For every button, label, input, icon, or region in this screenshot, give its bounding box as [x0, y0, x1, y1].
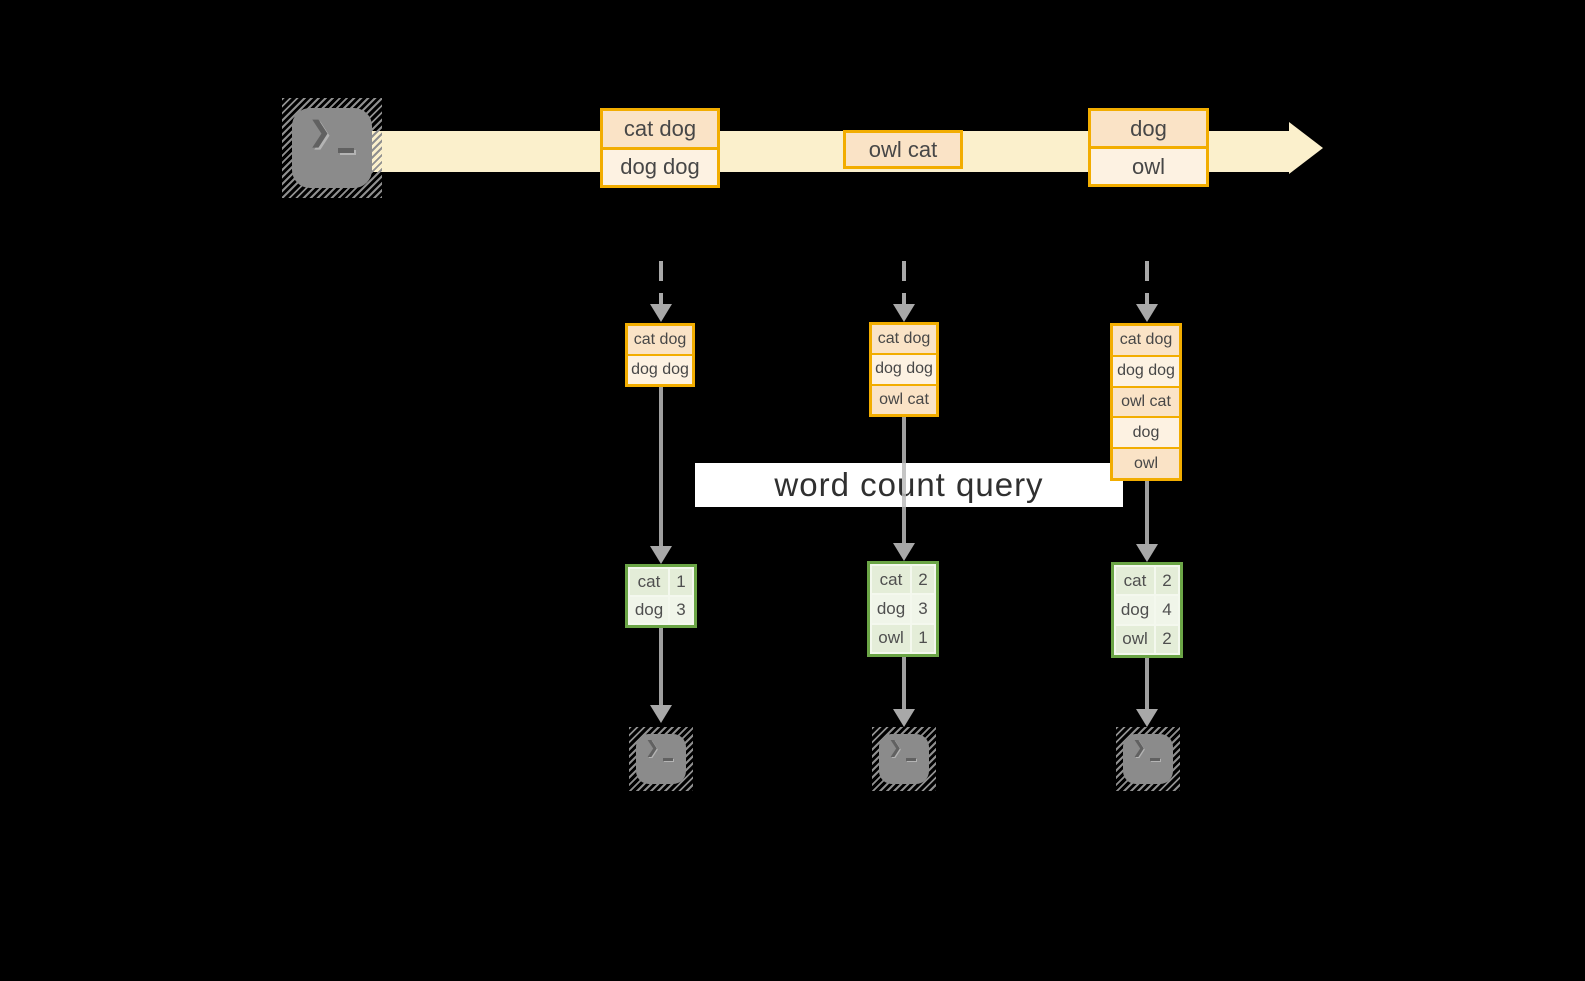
- arrow-down-icon: [650, 304, 672, 322]
- record-row: owl: [1091, 146, 1206, 184]
- state-store-box-1: cat dog dog dog: [625, 323, 695, 387]
- terminal-screen: ❯: [879, 734, 929, 784]
- count-cell: 2: [1156, 567, 1178, 595]
- arrow-down-icon: [1136, 304, 1158, 322]
- state-row: cat dog: [628, 326, 692, 354]
- query-label: word count query: [774, 466, 1044, 503]
- word-count-table-3: cat 2 dog 4 owl 2: [1111, 562, 1183, 658]
- consumer-terminal-icon-3: ❯: [1116, 727, 1180, 791]
- count-cell: 2: [1156, 625, 1178, 653]
- count-cell: 2: [912, 566, 934, 594]
- dashed-arrow-line: [1145, 261, 1149, 307]
- state-row: dog dog: [1113, 354, 1179, 386]
- connector-line: [902, 417, 906, 544]
- connector-line: [1145, 481, 1149, 544]
- producer-terminal-icon: ❯: [282, 98, 382, 198]
- terminal-screen: ❯: [292, 108, 372, 188]
- consumer-terminal-icon-1: ❯: [629, 727, 693, 791]
- arrow-down-icon: [1136, 709, 1158, 727]
- stream-record-box-1: cat dog dog dog: [600, 108, 720, 188]
- arrow-down-icon: [650, 546, 672, 564]
- word-cell: cat: [1116, 567, 1154, 595]
- terminal-cursor-icon: [338, 148, 354, 153]
- query-label-band: word count query: [695, 463, 1123, 507]
- record-row: dog: [1091, 111, 1206, 146]
- record-row: owl cat: [846, 133, 960, 166]
- arrow-down-icon: [650, 705, 672, 723]
- terminal-prompt-icon: ❯: [645, 738, 660, 758]
- stream-record-box-3: dog owl: [1088, 108, 1209, 187]
- word-cell: owl: [872, 624, 910, 652]
- state-row: dog dog: [628, 354, 692, 384]
- terminal-screen: ❯: [1123, 734, 1173, 784]
- connector-line: [1145, 658, 1149, 710]
- state-store-box-2: cat dog dog dog owl cat: [869, 322, 939, 417]
- dashed-arrow-line: [902, 261, 906, 307]
- state-row: dog: [1113, 416, 1179, 448]
- terminal-cursor-icon: [1150, 758, 1160, 761]
- word-cell: dog: [630, 597, 668, 623]
- count-cell: 1: [670, 569, 692, 595]
- arrow-down-icon: [893, 543, 915, 561]
- state-row: cat dog: [872, 325, 936, 354]
- arrow-down-icon: [1136, 544, 1158, 562]
- word-cell: cat: [872, 566, 910, 594]
- arrow-down-icon: [893, 304, 915, 322]
- count-cell: 1: [912, 624, 934, 652]
- terminal-prompt-icon: ❯: [1132, 738, 1147, 758]
- connector-line: [902, 657, 906, 710]
- consumer-terminal-icon-2: ❯: [872, 727, 936, 791]
- state-row: dog dog: [872, 353, 936, 384]
- record-row: cat dog: [603, 111, 717, 147]
- state-row: owl: [1113, 447, 1179, 478]
- word-count-table-1: cat 1 dog 3: [625, 564, 697, 628]
- word-cell: dog: [1116, 596, 1154, 624]
- connector-line: [659, 387, 663, 547]
- count-cell: 3: [912, 595, 934, 623]
- terminal-prompt-icon: ❯: [888, 738, 903, 758]
- record-row: dog dog: [603, 146, 717, 185]
- word-count-table-2: cat 2 dog 3 owl 1: [867, 561, 939, 657]
- word-cell: dog: [872, 595, 910, 623]
- dashed-arrow-line: [659, 261, 663, 307]
- arrow-down-icon: [893, 709, 915, 727]
- state-row: cat dog: [1113, 326, 1179, 355]
- stream-record-box-2: owl cat: [843, 130, 963, 169]
- state-row: owl cat: [872, 383, 936, 414]
- terminal-cursor-icon: [663, 758, 673, 761]
- state-store-box-3: cat dog dog dog owl cat dog owl: [1110, 323, 1182, 481]
- terminal-prompt-icon: ❯: [308, 115, 332, 148]
- connector-line: [659, 628, 663, 706]
- word-cell: cat: [630, 569, 668, 595]
- count-cell: 3: [670, 597, 692, 623]
- state-row: owl cat: [1113, 385, 1179, 417]
- stream-arrowhead-icon: [1289, 122, 1323, 174]
- terminal-cursor-icon: [906, 758, 916, 761]
- terminal-screen: ❯: [636, 734, 686, 784]
- count-cell: 4: [1156, 596, 1178, 624]
- word-cell: owl: [1116, 625, 1154, 653]
